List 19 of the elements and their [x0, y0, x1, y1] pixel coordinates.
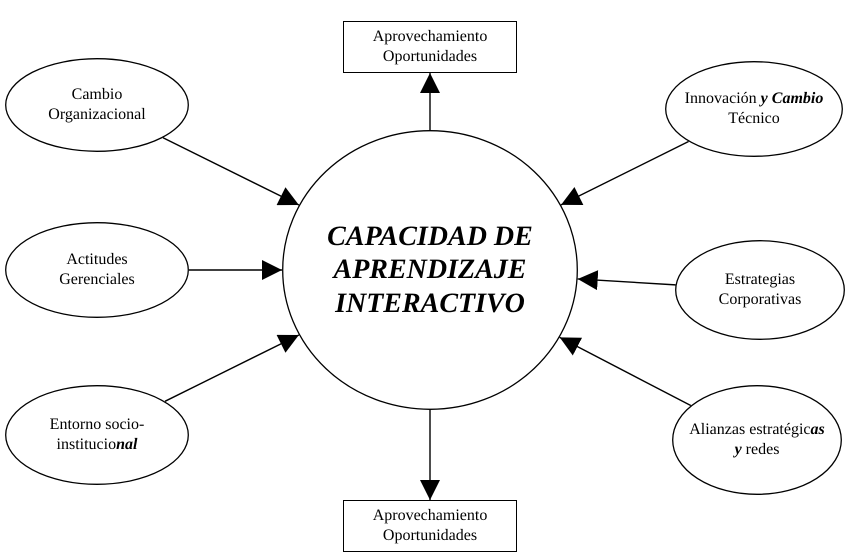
node-label: Aprovechamiento Oportunidades	[372, 506, 488, 546]
text-box	[343, 21, 517, 73]
arrow	[162, 137, 300, 206]
arrow	[560, 140, 689, 206]
arrow	[420, 73, 440, 130]
arrow	[189, 260, 282, 280]
title-text: CAPACIDAD DE APRENDIZAJE INTERACTIVO	[326, 220, 534, 320]
node-label: Innovación y Cambio Técnico	[684, 89, 824, 129]
node-label: Alianzas estratégicas y redes	[688, 420, 826, 460]
arrow	[578, 270, 676, 290]
text-box	[343, 500, 517, 552]
node-label: Entorno socio-institucional	[48, 415, 146, 455]
node-label: Cambio Organizacional	[47, 85, 147, 125]
arrow	[164, 334, 300, 402]
arrow	[559, 336, 692, 406]
node-label: Actitudes Gerenciales	[58, 250, 136, 290]
node-label: Aprovechamiento Oportunidades	[372, 27, 488, 67]
arrow	[420, 410, 440, 500]
node-label: Estrategias Corporativas	[718, 270, 802, 310]
